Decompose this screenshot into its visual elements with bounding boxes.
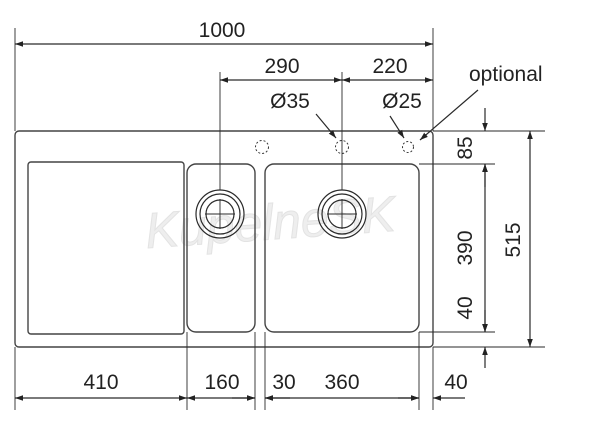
dim-label-290: 290 bbox=[264, 55, 299, 78]
dim-label-40-right: 40 bbox=[454, 296, 477, 319]
dim-label-390: 390 bbox=[454, 230, 477, 265]
sink-outline bbox=[14, 130, 434, 348]
callout-hole-35: Ø35 bbox=[270, 90, 337, 139]
dimension-40-right: 40 bbox=[454, 296, 488, 368]
dim-label-160: 160 bbox=[204, 371, 239, 394]
sink-outer-edge bbox=[14, 130, 434, 348]
dimension-390: 390 bbox=[454, 164, 488, 332]
dimension-220: 220 bbox=[342, 55, 433, 83]
tap-hole-25 bbox=[402, 141, 414, 153]
optional-tap-hole-left bbox=[255, 140, 269, 154]
callout-hole-25: Ø25 bbox=[382, 90, 422, 139]
dimension-1000: 1000 bbox=[14, 19, 434, 131]
dim-label-410: 410 bbox=[83, 371, 118, 394]
dim-label-1000: 1000 bbox=[199, 19, 246, 42]
callout-optional: optional bbox=[419, 63, 543, 141]
dim-label-hole-35: Ø35 bbox=[270, 90, 310, 113]
small-bowl bbox=[186, 163, 256, 333]
label-optional: optional bbox=[469, 63, 543, 86]
dim-label-220: 220 bbox=[372, 55, 407, 78]
dim-label-40-bottom: 40 bbox=[444, 371, 467, 394]
dim-label-hole-25: Ø25 bbox=[382, 90, 422, 113]
right-extension-lines bbox=[419, 130, 545, 348]
dimension-515: 515 bbox=[502, 131, 533, 347]
watermark-text: KupelneSK bbox=[143, 186, 399, 260]
dim-label-515: 515 bbox=[502, 222, 525, 257]
dimension-290: 290 bbox=[219, 55, 343, 190]
dimension-410: 410 bbox=[15, 371, 187, 401]
dim-label-360: 360 bbox=[324, 371, 359, 394]
dimension-85: 85 bbox=[454, 108, 488, 187]
dim-label-30: 30 bbox=[272, 371, 295, 394]
dimension-30: 30 bbox=[232, 371, 296, 401]
dimension-40-bottom: 40 bbox=[398, 371, 468, 401]
dim-label-85: 85 bbox=[454, 136, 477, 159]
dimension-360: 360 bbox=[265, 371, 419, 401]
drainboard bbox=[27, 161, 185, 335]
dimension-160: 160 bbox=[187, 371, 255, 401]
